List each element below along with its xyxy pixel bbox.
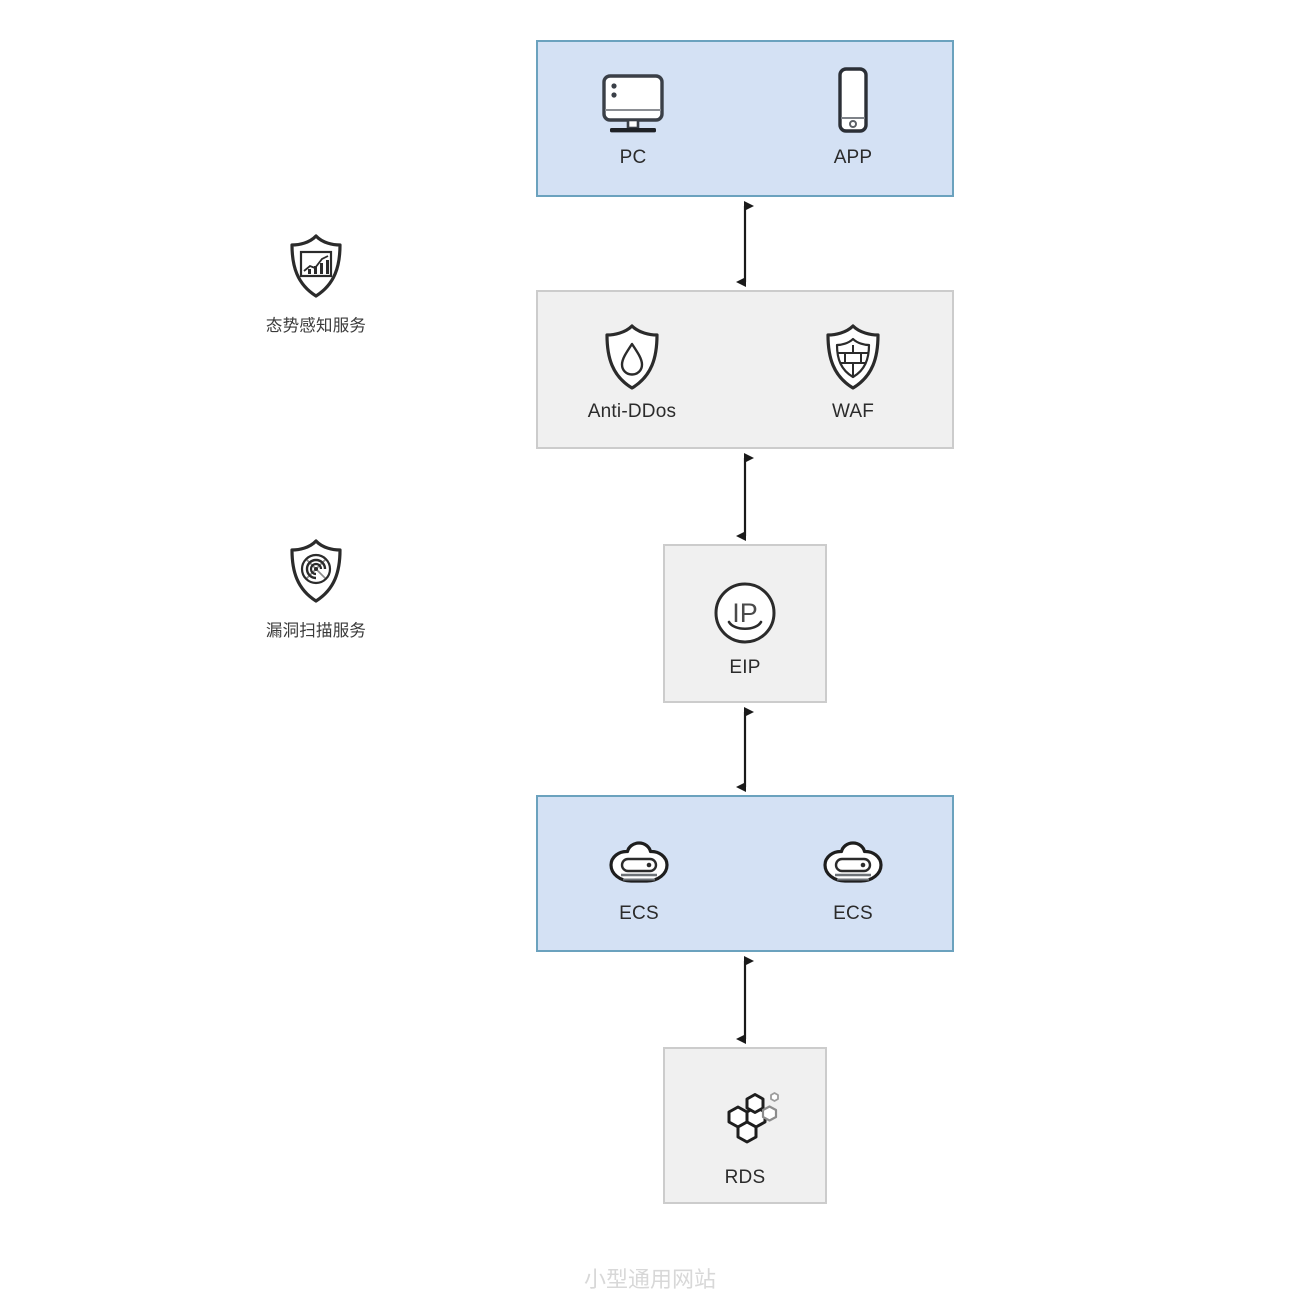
security-layer-box (536, 290, 954, 449)
node-label: RDS (724, 1167, 766, 1188)
cloud-server-icon (817, 838, 889, 894)
diagram-caption: 小型通用网站 (583, 1267, 716, 1292)
connector-network-to-compute (714, 702, 776, 797)
mobile-phone-icon (814, 66, 892, 138)
node-rds[interactable]: RDS (675, 1086, 815, 1189)
node-eip[interactable]: IP EIP (675, 578, 815, 679)
node-label: APP (833, 147, 873, 168)
service-label: 漏洞扫描服务 (265, 622, 367, 640)
node-label: Anti-DDos (587, 401, 677, 422)
service-vulnerability-scan[interactable]: 漏洞扫描服务 (246, 537, 386, 641)
node-label: WAF (831, 401, 875, 422)
connector-compute-to-database (714, 951, 776, 1049)
ip-circle-icon: IP (710, 578, 780, 648)
shield-chart-icon (281, 232, 351, 300)
service-label: 态势感知服务 (265, 317, 367, 335)
desktop-monitor-icon (594, 72, 672, 138)
cloud-server-icon (603, 838, 675, 894)
service-situation-awareness[interactable]: 态势感知服务 (246, 232, 386, 336)
node-ecs-1[interactable]: ECS (569, 838, 709, 925)
shield-droplet-icon (595, 322, 669, 392)
node-anti-ddos[interactable]: Anti-DDos (562, 322, 702, 423)
connector-client-to-security (714, 196, 776, 292)
node-pc[interactable]: PC (563, 72, 703, 169)
node-app[interactable]: APP (783, 66, 923, 169)
node-label: ECS (833, 903, 873, 924)
compute-layer-box (536, 795, 954, 952)
node-label: EIP (729, 657, 761, 678)
node-ecs-2[interactable]: ECS (783, 838, 923, 925)
node-waf[interactable]: WAF (783, 322, 923, 423)
shield-grid-icon (816, 322, 890, 392)
node-label: PC (619, 147, 647, 168)
shield-radar-icon (281, 537, 351, 605)
connector-security-to-network (714, 448, 776, 546)
node-label: ECS (619, 903, 659, 924)
hexagon-cluster-icon (707, 1086, 783, 1158)
svg-text:IP: IP (732, 598, 758, 628)
